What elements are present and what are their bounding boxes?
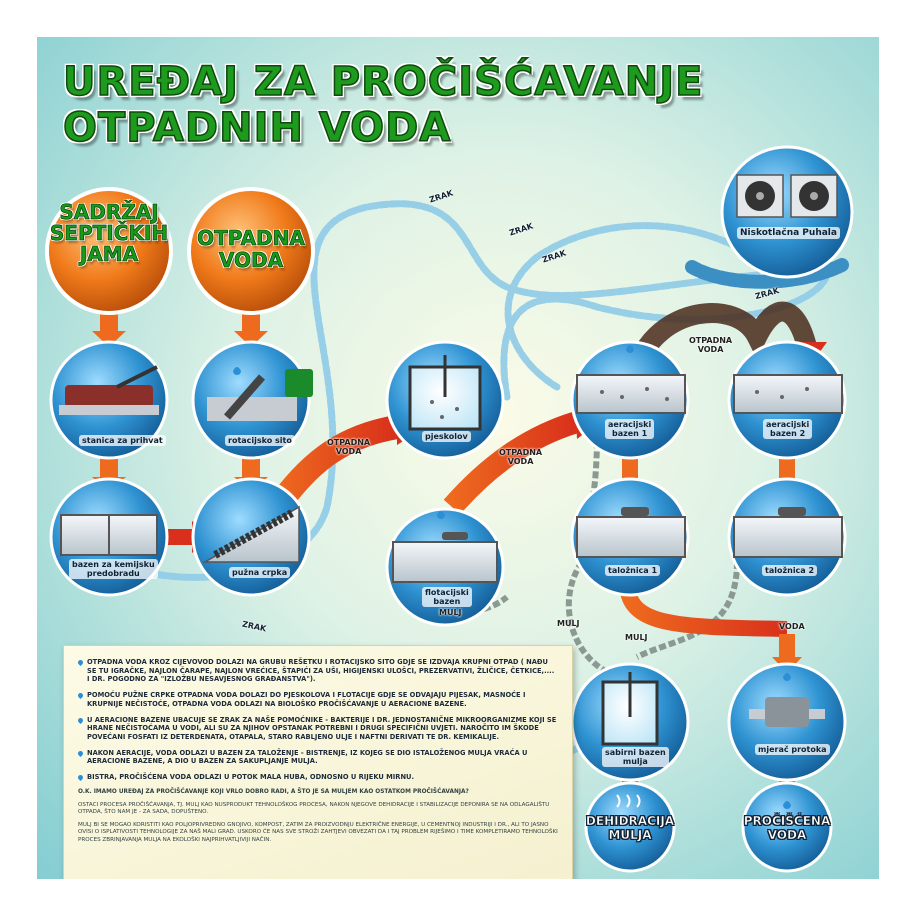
node-sito [191,340,313,460]
node-label-pumpa: pužna crpka [229,567,291,579]
source-circles [45,187,315,315]
node-label-puhala: Niskotlačna Puhala [737,227,840,240]
arrow-horiz [165,529,195,545]
water-drop-icon [783,801,791,809]
title-line-1: UREĐAJ ZA PROČIŠĆAVANJE [62,58,704,106]
flow-label-mulj-1: MULJ [439,608,462,617]
arrow-a2 [779,457,795,481]
air-duct-tal [504,222,741,391]
node-aer2 [727,340,847,460]
node-pjeskolov [385,340,505,460]
info-item: OTPADNA VODA KROZ CIJEVOVOD DOLAZI NA GR… [78,658,558,684]
info-item: NAKON AERACIJE, VODA ODLAZI U BAZEN ZA T… [78,749,558,766]
node-label-tal2: taložnica 2 [762,565,818,577]
arrow-src2-head [234,331,268,347]
end-circles [584,781,833,873]
node-label-mjerac: mjerač protoka [755,744,830,756]
meter-icon [765,697,809,727]
flow-arrow-dark [627,301,817,371]
node-stanica [49,340,169,460]
info-note: MULJ BI SE MOGAO KORISTITI KAO POLJOPRIV… [78,821,558,843]
node-aer1 [570,340,690,460]
water-drop-icon [437,511,445,519]
steam-icon [616,794,641,808]
node-label-tal1: taložnica 1 [605,565,661,577]
node-tal2 [727,477,847,597]
air-duct-aer [500,271,831,401]
flow-label-mulj-3: MULJ [625,633,648,642]
arrow-a1 [622,457,638,481]
node-tal1 [570,477,690,597]
info-note: OSTACI PROCESA PROČIŠĆAVANJA, TJ. MULJ K… [78,801,550,816]
node-label-pjeskolov: pjeskolov [422,431,471,443]
water-drop-icon [626,345,634,353]
arrow-n1 [100,455,118,477]
node-puhala [720,145,854,279]
end-circle-ciscena [741,781,833,873]
water-drop-icon [783,673,791,681]
end-circle-dehidracija [584,781,676,873]
node-flotacija [385,507,505,627]
node-label-sito: rotacijsko sito [225,435,295,447]
flow-label-voda: VODA [779,622,805,631]
arrow-src1-head [92,331,126,347]
water-drop-icon [233,367,241,375]
arrow-voda [779,634,795,658]
title-line-2: OTPADNIH VODA [62,104,452,152]
garbage-bin-icon [285,369,313,397]
arrow-n2 [242,455,260,477]
node-mjerac [727,662,847,782]
source-circle-wastewater [187,187,315,315]
info-item: U AERACIONE BAZENE UBACUJE SE ZRAK ZA NA… [78,716,558,742]
air-duct-blower [685,258,849,289]
node-label-stanica: stanica za prihvat [79,435,166,447]
flow-label-mulj-2: MULJ [557,619,580,628]
truck-icon [778,507,806,516]
node-pumpa [191,477,311,597]
info-item: POMOĆU PUŽNE CRPKE OTPADNA VODA DOLAZI D… [78,691,558,708]
poster-background: UREĐAJ ZA PROČIŠĆAVANJE OTPADNIH VODA SA… [37,37,879,879]
info-item: BISTRA, PROČIŠĆENA VODA ODLAZI U POTOK M… [78,773,558,782]
source-circle-septic [45,187,173,315]
info-note: O.K. IMAMO UREĐAJ ZA PROČIŠĆAVANJE KOJI … [78,788,469,795]
truck-icon [621,507,649,516]
sludge-line-tal1 [565,560,619,680]
info-panel: OTPADNA VODA KROZ CIJEVOVOD DOLAZI NA GR… [63,645,573,879]
truck-icon [442,532,468,540]
flow-arrow-2 [443,411,581,515]
screw-pump-icon [213,509,294,559]
